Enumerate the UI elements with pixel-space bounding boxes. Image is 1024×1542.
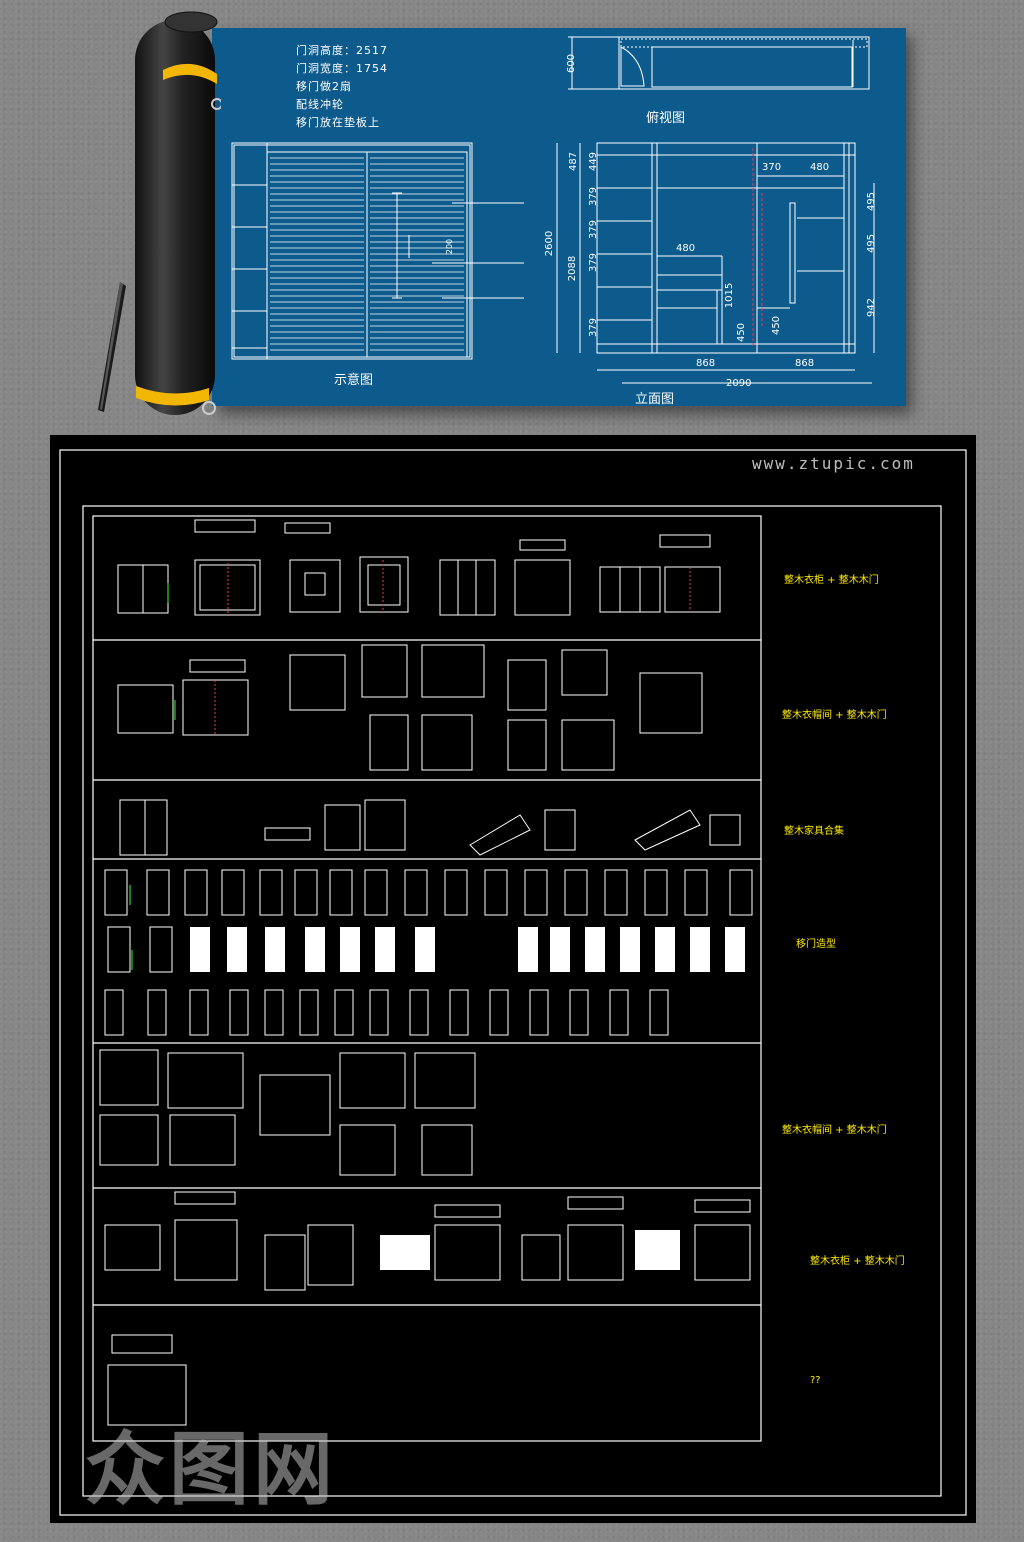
dim-942: 942 [866,297,878,318]
watermark-url: www.ztupic.com [752,454,915,473]
dim-450-a: 450 [736,322,748,343]
cad-sheet: 整木衣柜 + 整木木门 整木衣帽间 + 整木木门 整木家具合集 移门造型 整木衣… [50,435,976,1523]
dim-600: 600 [566,53,578,74]
dim-200: 200 [445,238,455,255]
elevation-label: 立面图 [635,392,675,407]
dim-379-d: 379 [588,317,600,338]
dim-449: 449 [588,151,600,172]
row-label-6: 整木衣柜 + 整木木门 [810,1256,905,1267]
row-label-7: ?? [810,1375,821,1386]
dim-480-a: 480 [810,162,830,173]
dim-2088: 2088 [567,255,579,282]
row-label-3: 整木家具合集 [784,826,844,837]
note-placement: 移门放在垫板上 [296,116,380,129]
dim-379-c: 379 [588,252,600,273]
dim-495-a: 495 [866,191,878,212]
dim-2090: 2090 [726,378,752,389]
dim-495-b: 495 [866,233,878,254]
cad-drawings [59,449,967,1516]
dim-2600: 2600 [544,230,556,257]
dim-379-a: 379 [588,186,600,207]
sketch-label: 示意图 [334,373,374,388]
dim-868-b: 868 [795,358,815,369]
pen [98,282,126,412]
row-label-5: 整木衣帽间 + 整木木门 [782,1125,887,1136]
dim-379-b: 379 [588,219,600,240]
dim-370: 370 [762,162,782,173]
dim-1015: 1015 [724,282,736,309]
note-door-height: 门洞高度：2517 [296,44,388,57]
row-label-2: 整木衣帽间 + 整木木门 [782,710,887,721]
row-label-4: 移门造型 [796,939,836,950]
dim-450-b: 450 [771,315,783,336]
brand-watermark: 众图网 [85,1423,337,1516]
note-pulley: 配线冲轮 [296,98,344,111]
dim-868-a: 868 [696,358,716,369]
scroll-roll [135,11,221,415]
dim-487: 487 [568,151,580,172]
row-label-1: 整木衣柜 + 整木木门 [784,575,879,586]
dim-480-b: 480 [676,243,696,254]
blueprint-drawing [231,36,875,384]
top-view-label: 俯视图 [646,111,686,126]
blueprint-sheet: 门洞高度：2517 门洞宽度：1754 移门做2扇 配线冲轮 移门放在垫板上 俯… [212,28,906,407]
note-door-width: 门洞宽度：1754 [296,62,388,75]
note-sliding-doors: 移门做2扇 [296,80,352,93]
